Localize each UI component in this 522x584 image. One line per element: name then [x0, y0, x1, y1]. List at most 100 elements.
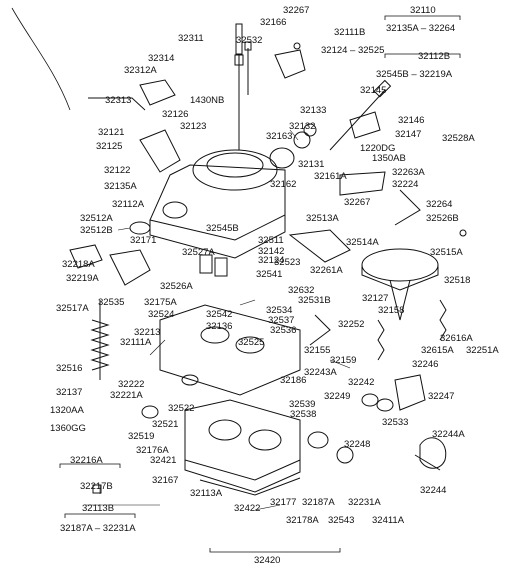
part-label-32512A: 32512A: [80, 213, 113, 224]
part-label-32518: 32518: [444, 275, 471, 286]
part-label-32127: 32127: [362, 293, 389, 304]
part-label-32187A-32231A: 32187A – 32231A: [60, 523, 136, 534]
part-label-32111A: 32111A: [120, 337, 152, 348]
part-label-32543: 32543: [328, 515, 355, 526]
part-label-32252: 32252: [338, 319, 365, 330]
part-label-1430NB: 1430NB: [190, 95, 225, 106]
part-label-32162: 32162: [270, 179, 297, 190]
part-label-32137: 32137: [56, 387, 83, 398]
part-label-32535: 32535: [98, 297, 125, 308]
part-label-32147: 32147: [395, 129, 422, 140]
part-label-32616A: 32616A: [440, 333, 473, 344]
part-label-32218A: 32218A: [62, 259, 95, 270]
part-label-32248: 32248: [344, 439, 371, 450]
part-label-32161A: 32161A: [314, 171, 347, 182]
part-label-32159: 32159: [330, 355, 357, 366]
part-label-32111B: 32111B: [334, 27, 366, 38]
part-label-32545B: 32545B: [206, 223, 239, 234]
part-label-32155: 32155: [304, 345, 331, 356]
part-label-32166: 32166: [260, 17, 287, 28]
part-label-32537: 32537: [268, 315, 295, 326]
part-label-32123: 32123: [180, 121, 207, 132]
part-label-32249: 32249: [324, 391, 351, 402]
part-label-32145: 32145: [360, 85, 387, 96]
part-label-32175A: 32175A: [144, 297, 177, 308]
part-label-32244: 32244: [420, 485, 447, 496]
part-label-32113B: 32113B: [82, 503, 115, 514]
part-label-32136: 32136: [206, 321, 233, 332]
part-label-32113A: 32113A: [190, 488, 223, 499]
part-label-32133: 32133: [300, 105, 327, 116]
part-label-32163: 32163: [266, 131, 293, 142]
part-label-32528A: 32528A: [442, 133, 475, 144]
part-label-32538: 32538: [290, 409, 317, 420]
part-label-32244A: 32244A: [432, 429, 465, 440]
part-label-32632: 32632: [288, 285, 315, 296]
part-label-32542: 32542: [206, 309, 233, 320]
part-label-32124-32525: 32124 – 32525: [321, 45, 385, 56]
part-label-32523: 32523: [274, 257, 301, 268]
part-label-32512B: 32512B: [80, 225, 113, 236]
part-label-32224: 32224: [392, 179, 419, 190]
part-label-32263A: 32263A: [392, 167, 425, 178]
part-label-32527A: 32527A: [182, 247, 215, 258]
part-label-32216A: 32216A: [70, 455, 103, 466]
part-label-32112B: 32112B: [418, 51, 451, 62]
part-label-1220DG: 1220DG: [360, 143, 396, 154]
part-label-32246: 32246: [412, 359, 439, 370]
part-label-32110: 32110: [410, 5, 436, 16]
part-label-32125: 32125: [96, 141, 123, 152]
part-label-32521: 32521: [152, 419, 179, 430]
part-label-32121: 32121: [98, 127, 125, 138]
part-label-32312A: 32312A: [124, 65, 157, 76]
part-label-32534: 32534: [266, 305, 293, 316]
part-label-32525: 32525: [238, 337, 265, 348]
part-label-32531B: 32531B: [298, 295, 331, 306]
part-label-1360GG: 1360GG: [50, 423, 86, 434]
part-label-32124: 32124: [258, 255, 285, 266]
part-label-32158: 32158: [378, 305, 405, 316]
part-label-32522: 32522: [168, 403, 195, 414]
part-label-32267: 32267: [283, 5, 310, 16]
part-label-32167: 32167: [152, 475, 179, 486]
part-label-32539: 32539: [289, 399, 316, 410]
part-label-32513A: 32513A: [306, 213, 339, 224]
part-label-32251A: 32251A: [466, 345, 499, 356]
part-label-32421: 32421: [150, 455, 177, 466]
part-label-32532: 32532: [236, 35, 263, 46]
part-label-32511: 32511: [258, 235, 284, 246]
part-label-32516: 32516: [56, 363, 83, 374]
part-label-32221A: 32221A: [110, 390, 143, 401]
part-label-32135A: 32135A: [104, 181, 137, 192]
part-label-32313: 32313: [105, 95, 132, 106]
part-label-32536: 32536: [270, 325, 297, 336]
part-label-32135A-32264: 32135A – 32264: [386, 23, 456, 34]
part-label-32171: 32171: [130, 235, 157, 246]
part-label-32314: 32314: [148, 53, 175, 64]
part-label-32122: 32122: [104, 165, 131, 176]
part-label-32222: 32222: [118, 379, 145, 390]
part-label-32411A: 32411A: [372, 515, 405, 526]
part-label-32247: 32247: [428, 391, 455, 402]
part-label-32517A: 32517A: [56, 303, 89, 314]
part-label-32515A: 32515A: [430, 247, 463, 258]
part-label-32142: 32142: [258, 246, 285, 257]
part-label-32545B-32219A: 32545B – 32219A: [376, 69, 453, 80]
part-label-32146: 32146: [398, 115, 425, 126]
part-label-32514A: 32514A: [346, 237, 379, 248]
part-label-32187A: 32187A: [302, 497, 335, 508]
part-label-32217B: 32217B: [80, 481, 113, 492]
part-label-32533: 32533: [382, 417, 409, 428]
part-label-32126: 32126: [162, 109, 189, 120]
part-label-32524: 32524: [148, 309, 175, 320]
part-label-32615A: 32615A: [421, 345, 454, 356]
part-label-32242: 32242: [348, 377, 375, 388]
part-label-32243A: 32243A: [304, 367, 337, 378]
part-label-32267b: 32267: [344, 197, 371, 208]
part-label-32112A: 32112A: [112, 199, 145, 210]
part-label-32519: 32519: [128, 431, 155, 442]
part-label-32178A: 32178A: [286, 515, 319, 526]
part-label-32526A: 32526A: [160, 281, 193, 292]
part-label-1320AA: 1320AA: [50, 405, 84, 416]
